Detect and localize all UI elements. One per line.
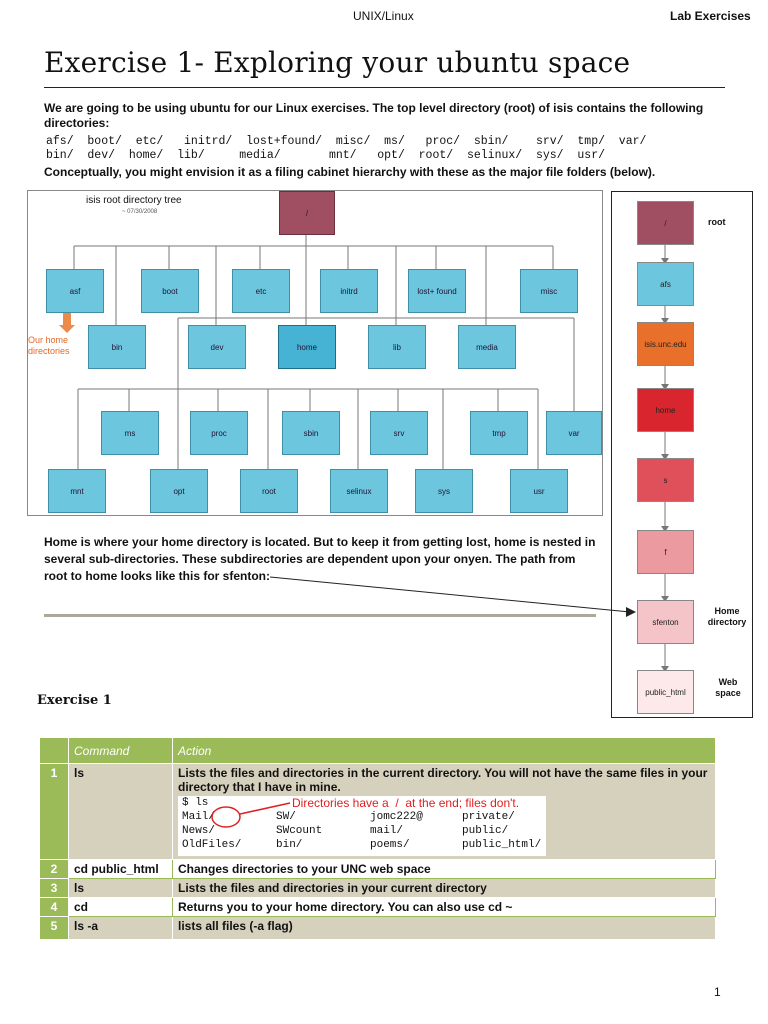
tree-node: initrd [320, 269, 378, 313]
chain-label-home: Home directory [707, 606, 747, 627]
tree-node: misc [520, 269, 578, 313]
chain-label-root: root [708, 217, 726, 227]
tree-node: bin [88, 325, 146, 369]
tree-node-home: home [278, 325, 336, 369]
table-row: 3 ls Lists the files and directories in … [39, 878, 716, 898]
tree-node: boot [141, 269, 199, 313]
tree-connectors [59, 233, 575, 469]
home-path-diagram: / afs isis.unc.edu home s f sfenton publ… [611, 191, 753, 718]
ls-entry: private/ [462, 811, 515, 823]
row-number: 5 [39, 916, 69, 940]
tree-node: opt [150, 469, 208, 513]
row-action-text: Lists the files and directories in the c… [178, 766, 708, 794]
tree-node: usr [510, 469, 568, 513]
ls-entry: poems/ [370, 839, 410, 851]
tree-node-root: / [279, 191, 335, 235]
ls-entry: bin/ [276, 839, 303, 851]
ls-annotation: Directories have a / at the end; files d… [292, 796, 520, 810]
chain-node-root: / [637, 201, 694, 245]
table-header-action: Action [172, 737, 716, 764]
chain-node-home: home [637, 388, 694, 432]
directory-tree-diagram: isis root directory tree ~ 07/30/2008 / … [27, 190, 603, 516]
table-row: 2 cd public_html Changes directories to … [39, 859, 716, 879]
row-action: Changes directories to your UNC web spac… [172, 859, 716, 879]
dirs-row-1: afs/ boot/ etc/ initrd/ lost+found/ misc… [46, 135, 647, 148]
row-number: 3 [39, 878, 69, 898]
ls-entry: OldFiles/ [182, 839, 242, 851]
ls-entry: SW/ [276, 811, 296, 823]
table-header-row: Command Action [39, 737, 716, 764]
tree-node: mnt [48, 469, 106, 513]
ls-entry: jomc222@ [370, 811, 423, 823]
intro-paragraph: We are going to be using ubuntu for our … [44, 101, 704, 130]
ls-entry: News/ [182, 825, 216, 837]
row-number: 1 [39, 763, 69, 860]
tree-node: media [458, 325, 516, 369]
chain-node-sfenton: sfenton [637, 600, 694, 644]
intro-paragraph-2: Conceptually, you might envision it as a… [44, 165, 656, 179]
row-number: 2 [39, 859, 69, 879]
table-row: 5 ls -a lists all files (-a flag) [39, 916, 716, 940]
header-center: UNIX/Linux [353, 9, 414, 23]
ls-entry: public_html/ [462, 839, 542, 851]
tree-node: etc [232, 269, 290, 313]
ls-output-box: $ ls Directories have a / at the end; fi… [178, 796, 546, 856]
row-command: cd [68, 897, 173, 917]
ls-entry: Mail/ [182, 811, 216, 823]
page-number: 1 [714, 985, 721, 999]
row-action: Lists the files and directories in the c… [172, 763, 716, 860]
tree-node: srv [370, 411, 428, 455]
row-action: Lists the files and directories in your … [172, 878, 716, 898]
tree-node: dev [188, 325, 246, 369]
row-number: 4 [39, 897, 69, 917]
ls-entry: public/ [462, 825, 509, 837]
tree-node: selinux [330, 469, 388, 513]
chain-node-f: f [637, 530, 694, 574]
tree-caption: isis root directory tree [86, 195, 182, 206]
row-command: ls [68, 878, 173, 898]
home-text-line-2: several sub-directories. These subdirect… [44, 552, 576, 566]
title-divider [44, 87, 725, 88]
tree-node: lost+ found [408, 269, 466, 313]
tree-node: sys [415, 469, 473, 513]
annotation-arrow [211, 802, 291, 828]
tree-node: lib [368, 325, 426, 369]
chain-label-web: Web space [715, 677, 741, 698]
section-divider [44, 614, 596, 617]
ls-entry: mail/ [370, 825, 404, 837]
chain-node-isis: isis.unc.edu [637, 322, 694, 366]
tree-date: ~ 07/30/2008 [122, 209, 158, 215]
table-row: 1 ls Lists the files and directories in … [39, 763, 716, 860]
table-header-num [39, 737, 69, 764]
chain-node-public-html: public_html [637, 670, 694, 714]
tree-node: sbin [282, 411, 340, 455]
row-command: cd public_html [68, 859, 173, 879]
tree-node: root [240, 469, 298, 513]
command-table: Command Action 1 ls Lists the files and … [39, 737, 716, 940]
dirs-row-2: bin/ dev/ home/ lib/ media/ mnt/ opt/ ro… [46, 149, 605, 162]
page-title: Exercise 1- Exploring your ubuntu space [44, 46, 631, 79]
tree-node: ms [101, 411, 159, 455]
row-command: ls [68, 763, 173, 860]
ls-entry: SWcount [276, 825, 323, 837]
home-directories-note: Our home directories [28, 335, 70, 356]
tree-node: asf [46, 269, 104, 313]
row-command: ls -a [68, 916, 173, 940]
header-right: Lab Exercises [670, 9, 751, 23]
tree-node: proc [190, 411, 248, 455]
table-row: 4 cd Returns you to your home directory.… [39, 897, 716, 917]
chain-node-afs: afs [637, 262, 694, 306]
tree-node: tmp [470, 411, 528, 455]
table-header-command: Command [68, 737, 173, 764]
row-action: Returns you to your home directory. You … [172, 897, 716, 917]
row-action: lists all files (-a flag) [172, 916, 716, 940]
home-text-line-1: Home is where your home directory is loc… [44, 535, 596, 549]
chain-node-s: s [637, 458, 694, 502]
exercise-heading: Exercise 1 [37, 693, 112, 708]
chain-connectors [661, 244, 669, 672]
home-text-line-3: root to home looks like this for sfenton… [44, 569, 271, 583]
ls-prompt: $ ls [182, 797, 209, 809]
tree-node: var [546, 411, 602, 455]
